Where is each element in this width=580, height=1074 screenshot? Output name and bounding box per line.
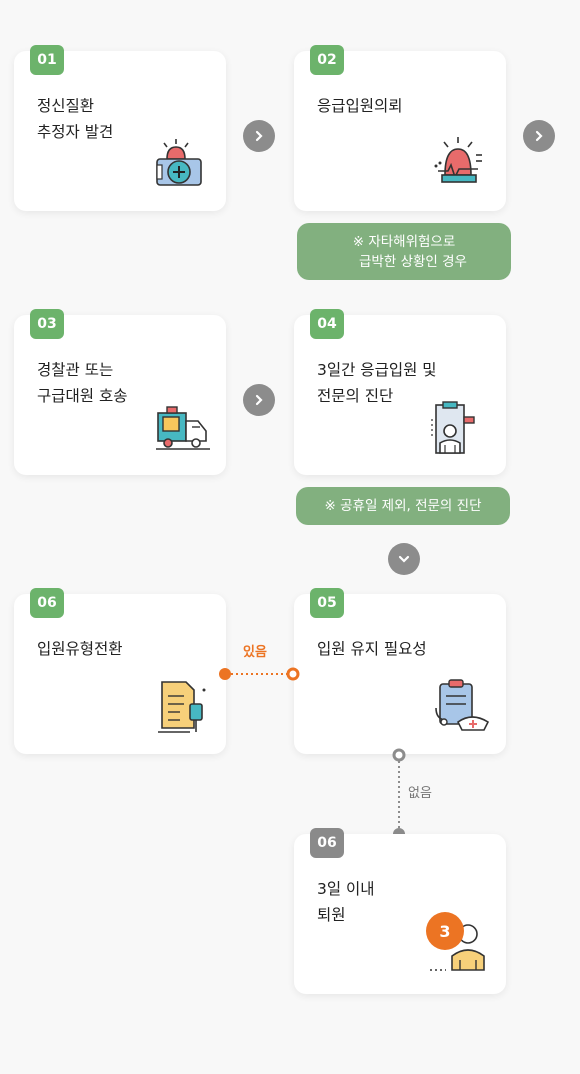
next-arrow-1 xyxy=(243,120,275,152)
step-title: 3일 이내 퇴원 xyxy=(317,880,375,924)
step-number-badge: 03 xyxy=(30,309,64,339)
ambulance-icon xyxy=(156,406,210,450)
yes-label: 있음 xyxy=(243,645,267,660)
step-title: 입원유형전환 xyxy=(37,640,123,658)
step-title: 응급입원의뢰 xyxy=(317,97,403,115)
down-arrow xyxy=(388,543,420,575)
siren-alarm-icon xyxy=(434,137,482,183)
chevron-right-icon xyxy=(255,394,263,406)
step-number-badge: 06 xyxy=(30,588,64,618)
siren-camera-icon xyxy=(156,139,202,186)
step-number-badge: 05 xyxy=(310,588,344,618)
step-number-badge: 04 xyxy=(310,309,344,339)
note-urgent-situation: ※ 자타해위험으로 급박한 상황인 경우 xyxy=(297,223,511,280)
nurse-clipboard-icon xyxy=(435,679,490,731)
step-number-badge: 01 xyxy=(30,45,64,75)
step-card-06-discharge: 06 3일 이내 퇴원 3 xyxy=(294,828,506,994)
days-badge: 3 xyxy=(426,912,464,950)
step-card-03: 03 경찰관 또는 구급대원 호송 xyxy=(14,309,226,475)
step-number-badge: 06 xyxy=(310,828,344,858)
step-number-badge: 02 xyxy=(310,45,344,75)
step-title: 정신질환 추정자 발견 xyxy=(37,97,114,141)
chevron-down-icon xyxy=(398,555,410,563)
note-holiday-exclusion: ※ 공휴일 제외, 전문의 진단 xyxy=(296,487,510,525)
doctor-clipboard-icon xyxy=(431,401,475,454)
yes-connector xyxy=(219,667,300,681)
chevron-right-icon xyxy=(255,130,263,142)
step-card-02: 02 응급입원의뢰 xyxy=(294,45,506,211)
no-connector xyxy=(392,748,406,840)
next-arrow-3 xyxy=(243,384,275,416)
next-arrow-2 xyxy=(523,120,555,152)
step-title: 3일간 응급입원 및 전문의 진단 xyxy=(317,361,437,405)
step-card-05: 05 입원 유지 필요성 xyxy=(294,588,506,754)
step-card-06-conversion: 06 입원유형전환 xyxy=(14,588,226,754)
discharge-icon: 3 xyxy=(426,912,492,974)
chevron-right-icon xyxy=(535,130,543,142)
step-card-04: 04 3일간 응급입원 및 전문의 진단 xyxy=(294,309,506,475)
no-label: 없음 xyxy=(408,786,432,801)
document-iv-icon xyxy=(158,681,206,733)
step-card-01: 01 정신질환 추정자 발견 xyxy=(14,45,226,211)
step-title: 입원 유지 필요성 xyxy=(317,640,427,658)
step-title: 경찰관 또는 구급대원 호송 xyxy=(37,361,128,405)
person-icon xyxy=(430,924,485,971)
